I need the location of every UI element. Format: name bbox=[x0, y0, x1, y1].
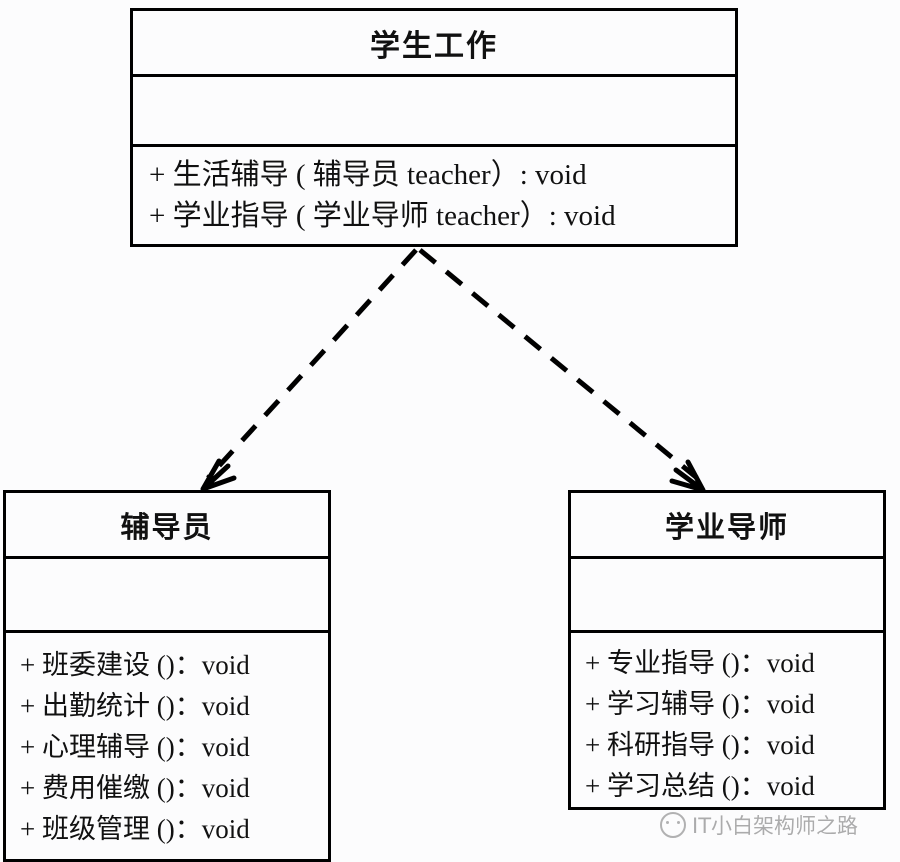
operation-item: + 班级管理 ()：void bbox=[20, 814, 250, 844]
class-name-academic-advisor: 学业导师 bbox=[571, 493, 883, 559]
open-arrowhead-right bbox=[669, 459, 706, 493]
dependency-line-right bbox=[418, 248, 699, 480]
uml-class-academic-advisor[interactable]: 学业导师 + 专业指导 ()：void + 学习辅导 ()：void + 科研指… bbox=[568, 490, 886, 810]
open-arrowhead-left bbox=[200, 458, 237, 492]
class-name-student-work: 学生工作 bbox=[133, 11, 735, 77]
operation-item: + 班委建设 ()：void bbox=[20, 650, 250, 680]
attribute-compartment-counselor bbox=[6, 559, 328, 633]
smiley-badge-icon bbox=[660, 812, 686, 838]
operation-item: + 学业指导 ( 学业导师 teacher）: void bbox=[149, 200, 616, 232]
operation-item: + 出勤统计 ()：void bbox=[20, 691, 250, 721]
operation-compartment-academic-advisor: + 专业指导 ()：void + 学习辅导 ()：void + 科研指导 ()：… bbox=[571, 633, 883, 807]
attribute-compartment-academic-advisor bbox=[571, 559, 883, 633]
dependency-arrow-to-counselor bbox=[200, 248, 418, 492]
operation-item: + 费用催缴 ()：void bbox=[20, 773, 250, 803]
attribute-compartment-student-work bbox=[133, 77, 735, 147]
dependency-line-left bbox=[206, 248, 418, 480]
operation-item: + 科研指导 ()：void bbox=[585, 730, 815, 760]
watermark-text: IT小白架构师之路 bbox=[692, 814, 859, 838]
dependency-arrow-to-academic-advisor bbox=[418, 248, 706, 493]
operation-item: + 生活辅导 ( 辅导员 teacher）: void bbox=[149, 159, 587, 191]
operation-item: + 心理辅导 ()：void bbox=[20, 732, 250, 762]
operation-compartment-student-work: + 生活辅导 ( 辅导员 teacher）: void + 学业指导 ( 学业导… bbox=[133, 147, 735, 244]
uml-class-counselor[interactable]: 辅导员 + 班委建设 ()：void + 出勤统计 ()：void + 心理辅导… bbox=[3, 490, 331, 862]
operation-item: + 专业指导 ()：void bbox=[585, 648, 815, 678]
uml-class-student-work[interactable]: 学生工作 + 生活辅导 ( 辅导员 teacher）: void + 学业指导 … bbox=[130, 8, 738, 247]
watermark: IT小白架构师之路 bbox=[660, 810, 858, 840]
operation-item: + 学习辅导 ()：void bbox=[585, 689, 815, 719]
class-name-counselor: 辅导员 bbox=[6, 493, 328, 559]
operation-compartment-counselor: + 班委建设 ()：void + 出勤统计 ()：void + 心理辅导 ()：… bbox=[6, 633, 328, 859]
operation-item: + 学习总结 ()：void bbox=[585, 771, 815, 801]
